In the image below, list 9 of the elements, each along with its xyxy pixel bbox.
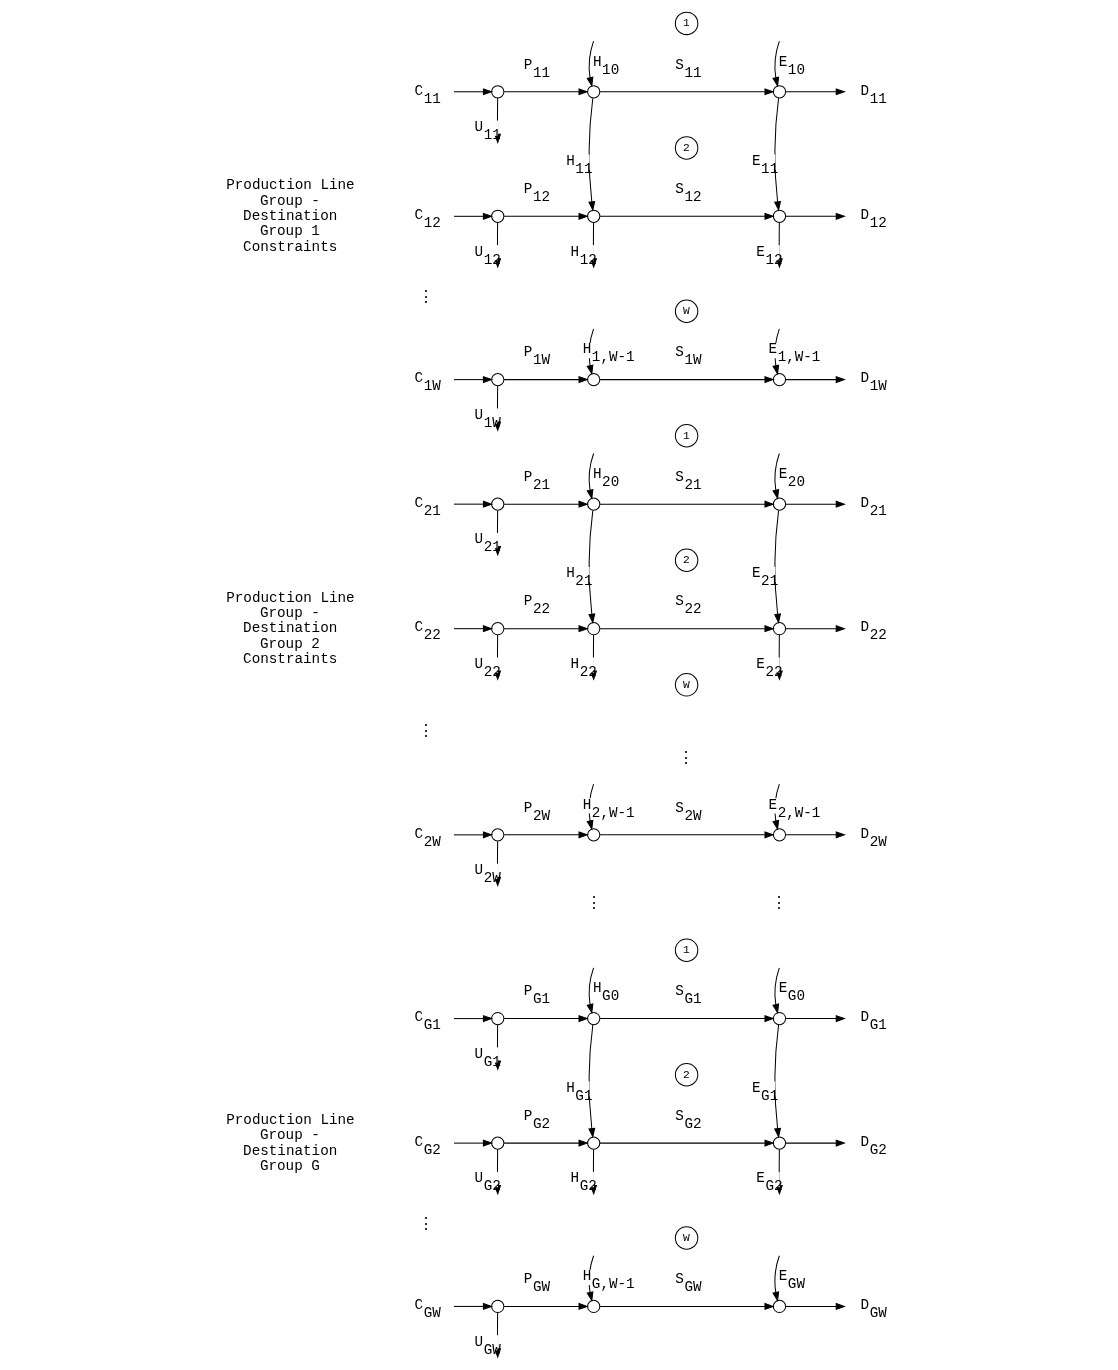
label: ⋮ <box>585 894 602 914</box>
label: ⋮ <box>771 894 788 914</box>
label: ⋮ <box>418 721 435 741</box>
label: Production Line Group - Destination Group G <box>226 1111 355 1174</box>
label: ⋮ <box>418 1214 435 1234</box>
label: ⋮ <box>418 287 435 307</box>
label: Production Line Group - Destination Group 1 Constraints <box>226 177 355 255</box>
label: Production Line Group - Destination Group 2 Constraints <box>226 589 355 668</box>
label: ⋮ <box>678 749 695 769</box>
